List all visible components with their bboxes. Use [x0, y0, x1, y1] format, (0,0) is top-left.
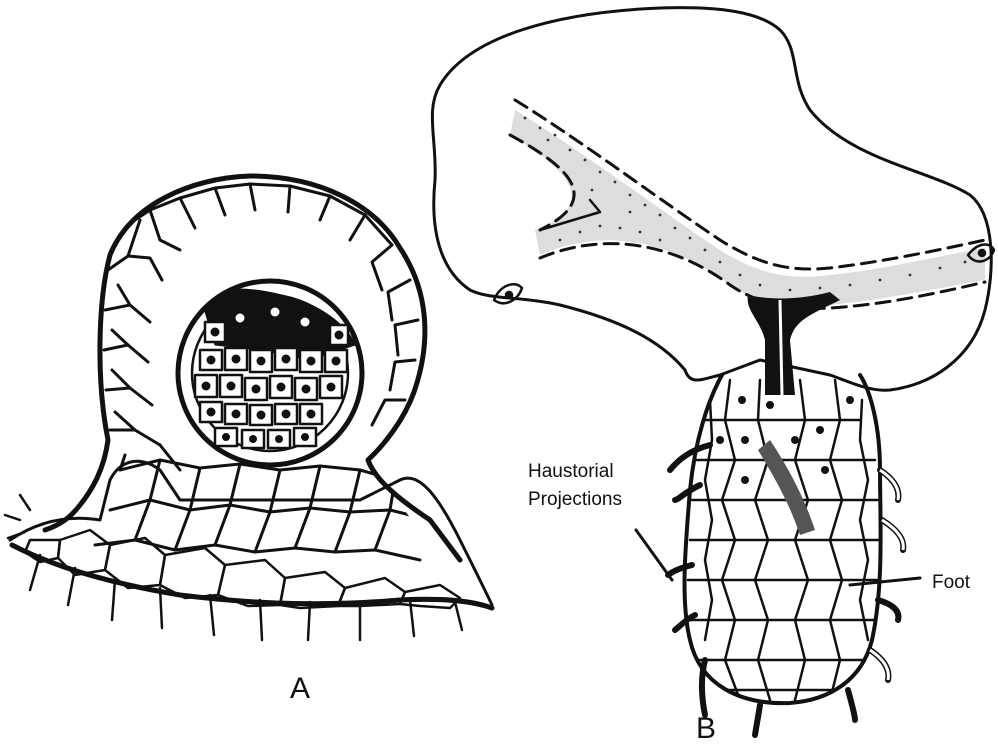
panel-a-label: A [290, 672, 310, 705]
panel-b-gametophyte-with-sporophyte: Haustorial Projections Foot B [432, 8, 994, 744]
panel-b-haustorium [668, 375, 903, 735]
haustorial-leader-line [636, 530, 672, 580]
panel-b-label: B [696, 712, 716, 744]
panel-b-leader-lines [636, 530, 920, 585]
label-foot: Foot [932, 572, 971, 593]
label-haustorial: Haustorial [528, 461, 614, 482]
panel-a-embryo-sphere [178, 281, 362, 465]
panel-b-thallus-outline [432, 8, 991, 391]
label-projections: Projections [528, 489, 622, 510]
panel-b-midrib [510, 100, 985, 308]
panel-b-seta [748, 292, 840, 395]
panel-a-young-sporophyte: A [5, 176, 492, 705]
